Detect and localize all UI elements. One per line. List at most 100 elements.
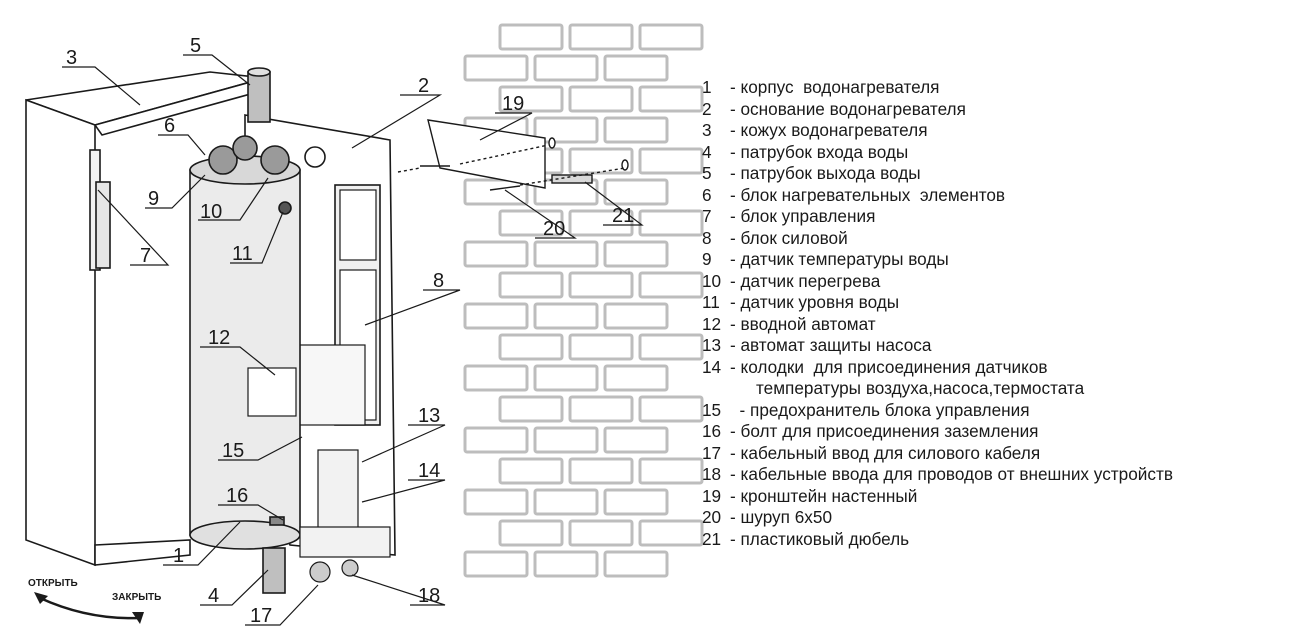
brick [498, 209, 564, 237]
legend-number: 1 [702, 77, 712, 97]
legend-number: 20 [702, 507, 722, 527]
callout-3: 3 [66, 47, 77, 69]
housing-cover [25, 71, 266, 567]
legend-number: 10 [702, 270, 722, 291]
callout-16: 16 [226, 485, 248, 507]
callout-10: 10 [200, 201, 222, 223]
brick [638, 457, 704, 485]
brick [463, 488, 529, 516]
callout-18: 18 [418, 585, 440, 607]
legend-text: - корпус водонагревателя [730, 77, 940, 97]
brick [603, 426, 669, 454]
brick [568, 519, 634, 547]
legend-number: 17 [702, 442, 722, 463]
brick [498, 395, 564, 423]
breakers [247, 367, 391, 583]
leader-lines [62, 54, 644, 626]
legend-text: - датчик перегрева [730, 270, 881, 291]
legend-item: 11 - датчик уровня воды [702, 292, 1294, 314]
close-label: ЗАКРЫТЬ [112, 592, 161, 603]
legend-number: 21 [702, 528, 722, 549]
callout-14: 14 [418, 460, 440, 482]
callout-5: 5 [190, 35, 201, 57]
legend-text: - шуруп 6х50 [730, 507, 833, 527]
brick [568, 85, 634, 113]
legend-number: 2 [702, 98, 712, 119]
brick [533, 426, 599, 454]
brick [638, 395, 704, 423]
callout-6: 6 [164, 115, 175, 137]
legend-number: 15 [702, 399, 722, 420]
brick [603, 488, 669, 516]
callout-11: 11 [232, 243, 253, 265]
legend-text: температуры воздуха,насоса,термостата [756, 378, 1085, 398]
legend-number: 8 [702, 227, 712, 248]
legend-item: 5- патрубок выхода воды [702, 163, 1294, 185]
legend-text: - датчик температуры воды [730, 249, 949, 269]
brick [568, 147, 634, 175]
legend-text: - вводной автомат [730, 313, 876, 334]
callout-21: 21 [612, 205, 634, 227]
brick [568, 271, 634, 299]
tank-body [189, 135, 301, 550]
pipes [247, 67, 286, 594]
legend-item: 12- вводной автомат [702, 314, 1294, 336]
legend-text: - патрубок выхода воды [730, 163, 921, 183]
brick [638, 209, 704, 237]
legend-text: - автомат защиты насоса [730, 335, 932, 355]
parts-legend: 1 - корпус водонагревателя 2 - основание во… [702, 77, 1294, 550]
legend-item: 8 - блок силовой [702, 228, 1294, 250]
brick [603, 178, 669, 206]
callout-19: 19 [502, 93, 524, 115]
legend-number: 11 [702, 292, 720, 312]
legend-item: 21 - пластиковый дюбель [702, 529, 1294, 551]
brick [603, 116, 669, 144]
legend-item: температуры воздуха,насоса,термостата [702, 378, 1294, 400]
callout-13: 13 [418, 405, 440, 427]
brick [463, 302, 529, 330]
brick [533, 488, 599, 516]
brick [638, 519, 704, 547]
legend-text: - датчик уровня воды [730, 292, 900, 312]
legend-item: 20 - шуруп 6х50 [702, 507, 1294, 529]
legend-item: 6- блок нагревательных элементов [702, 185, 1294, 207]
legend-text: - основание водонагревателя [730, 98, 966, 119]
brick [463, 240, 529, 268]
wall-bracket [397, 119, 629, 191]
legend-number: 9 [702, 249, 712, 269]
brick [603, 550, 669, 578]
brick [533, 54, 599, 82]
legend-text: - кабельные ввода для проводов от внешни… [730, 464, 1173, 484]
brick [638, 333, 704, 361]
legend-item: 4- патрубок входа воды [702, 142, 1294, 164]
legend-number: 7 [702, 206, 712, 226]
brick-wall [463, 22, 704, 578]
open-label: ОТКРЫТЬ [28, 578, 78, 589]
callout-8: 8 [433, 270, 444, 292]
callout-2: 2 [418, 75, 429, 97]
legend-text: - блок нагревательных элементов [730, 184, 1006, 205]
callout-1: 1 [173, 545, 184, 567]
legend-text: - пластиковый дюбель [730, 528, 910, 549]
legend-text: - кронштейн настенный [730, 485, 918, 506]
brick [498, 519, 564, 547]
brick [638, 85, 704, 113]
legend-item: 1 - корпус водонагревателя [702, 77, 1294, 99]
legend-item: 7- блок управления [702, 206, 1294, 228]
callout-numbers: 3 5 2 6 9 10 11 7 8 12 15 16 1 4 17 18 1… [66, 35, 634, 627]
callout-4: 4 [208, 585, 219, 607]
legend-item: 2 - основание водонагревателя [702, 99, 1294, 121]
brick [463, 426, 529, 454]
legend-text: - болт для присоединения заземления [730, 421, 1039, 441]
brick [603, 302, 669, 330]
door-swing-arrow: ОТКРЫТЬ ЗАКРЫТЬ [28, 578, 161, 624]
legend-number: 19 [702, 485, 722, 506]
legend-number: 18 [702, 464, 722, 484]
legend-number: 4 [702, 141, 712, 162]
callout-7: 7 [140, 245, 151, 267]
brick [498, 333, 564, 361]
brick [533, 302, 599, 330]
legend-item: 14- колодки для присоединения датчиков [702, 357, 1294, 379]
legend-number: 13 [702, 335, 722, 355]
legend-text: - блок силовой [730, 227, 848, 248]
